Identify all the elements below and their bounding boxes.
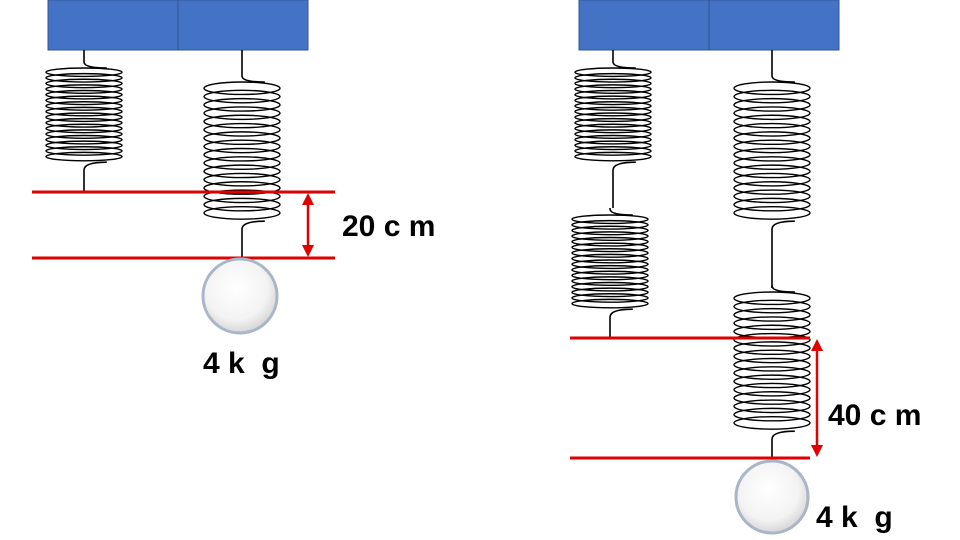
right-unloaded-spring-lower: [571, 208, 649, 338]
right-mass-label: 4 k g: [816, 501, 893, 534]
left-loaded-spring: [203, 50, 281, 258]
left-setup: 20 c m 4 k g: [32, 0, 435, 380]
left-ceiling-block-1: [47, 0, 179, 51]
right-setup: 40 c m 4 k g: [570, 0, 921, 535]
right-distance-label: 40 c m: [828, 399, 921, 432]
right-ceiling-block-2: [708, 0, 840, 51]
left-distance-label: 20 c m: [342, 210, 435, 243]
right-loaded-spring-lower: [733, 285, 811, 460]
right-unloaded-spring-upper: [574, 50, 652, 208]
right-loaded-spring-upper: [733, 50, 811, 288]
right-mass-ball: [734, 459, 810, 535]
left-mass-ball: [201, 257, 279, 335]
left-unloaded-spring: [45, 50, 123, 192]
left-mass-label: 4 k g: [203, 347, 280, 380]
right-ceiling-block-1: [578, 0, 710, 51]
right-distance-arrow: [811, 339, 823, 457]
left-ceiling-block-2: [177, 0, 309, 51]
left-distance-arrow: [302, 193, 314, 257]
